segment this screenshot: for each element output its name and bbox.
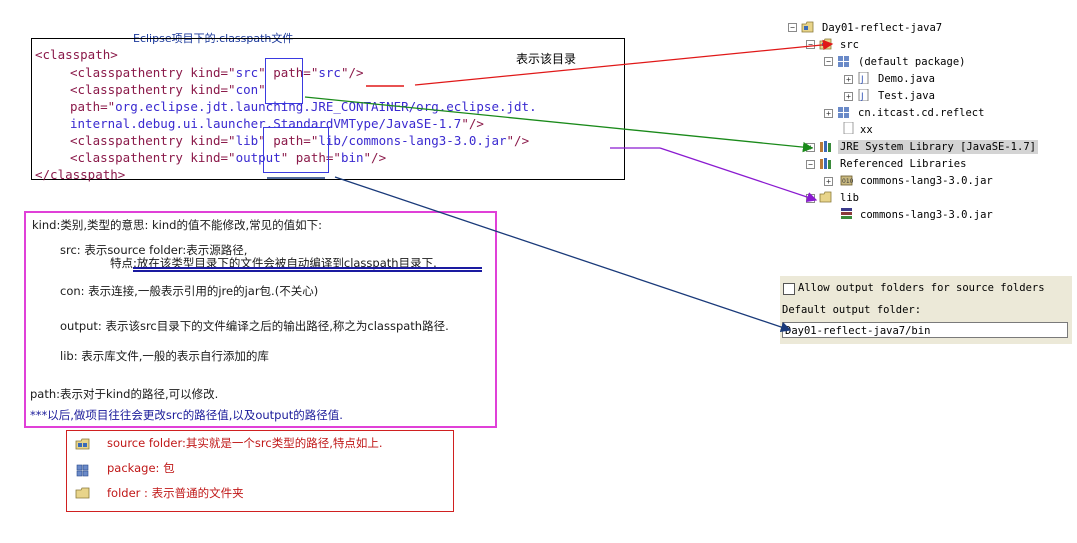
project-icon xyxy=(801,21,814,33)
expand-toggle[interactable]: + xyxy=(824,109,833,118)
allow-output-label: Allow output folders for source folders xyxy=(798,282,1045,294)
tree-lib[interactable]: lib xyxy=(840,192,859,204)
tree-src[interactable]: src xyxy=(840,39,859,51)
collapse-toggle[interactable]: − xyxy=(806,160,815,169)
classpath-open-tag: <classpath> xyxy=(35,47,118,62)
default-output-field[interactable]: Day01-reflect-java7/bin xyxy=(782,322,1068,338)
tree-demo-java[interactable]: Demo.java xyxy=(878,73,935,85)
jar-icon: 010 xyxy=(840,175,853,186)
src-feature-underline xyxy=(133,267,482,269)
tree-package-reflect[interactable]: cn.itcast.cd.reflect xyxy=(858,107,985,119)
output-explanation: output: 表示该src目录下的文件编译之后的输出路径,称之为classpa… xyxy=(60,319,449,333)
tree-ref-jar[interactable]: commons-lang3-3.0.jar xyxy=(860,175,993,187)
default-output-label: Default output folder: xyxy=(782,304,922,316)
code-line-output: <classpathentry kind="output" path="bin"… xyxy=(70,149,386,166)
path-explanation: path:表示对于kind的路径,可以修改. xyxy=(30,387,219,401)
expand-toggle[interactable]: + xyxy=(824,177,833,186)
tree-jre-library[interactable]: JRE System Library [JavaSE-1.7] xyxy=(838,140,1038,154)
collapse-toggle[interactable]: − xyxy=(824,57,833,66)
collapse-toggle[interactable]: − xyxy=(788,23,797,32)
entry-end: "/> xyxy=(461,116,484,131)
collapse-toggle[interactable]: − xyxy=(806,40,815,49)
entry-prefix: <classpathentry kind=" xyxy=(70,82,236,97)
path-value-con-2: internal.debug.ui.launcher.StandardVMTyp… xyxy=(70,116,462,131)
legend-package-text: package: 包 xyxy=(107,461,175,475)
java-file-icon: J xyxy=(858,89,869,101)
kind-explanation-box: kind:类别,类型的意思: kind的值不能修改,常见的值如下: src: 表… xyxy=(24,211,497,428)
con-explanation: con: 表示连接,一般表示引用的jre的jar包.(不关心) xyxy=(60,284,319,298)
legend-folder-text: folder : 表示普通的文件夹 xyxy=(107,486,244,500)
library-icon xyxy=(820,141,831,152)
kind-value-con: con xyxy=(235,82,259,97)
path-value-lib: lib/commons-lang3-3.0.jar xyxy=(318,133,507,148)
src-feature: 特点:放在该类型目录下的文件会被自动编译到classpath目录下. xyxy=(110,256,437,270)
note-line: ***以后,做项目往往会更改src的路径值,以及output的路径值. xyxy=(30,408,343,422)
src-feature-underline-2 xyxy=(133,270,482,272)
tree-test-java[interactable]: Test.java xyxy=(878,90,935,102)
svg-text:J: J xyxy=(860,92,864,101)
path-value-src: src xyxy=(318,65,341,80)
entry-mid: " path=" xyxy=(280,150,341,165)
file-icon xyxy=(843,122,854,134)
package-explorer-tree: − Day01-reflect-java7 − src − (default p… xyxy=(786,18,1076,228)
code-line-src: <classpathentry kind="src" path="src"/> xyxy=(70,64,364,81)
entry-mid: " path=" xyxy=(258,65,319,80)
java-file-icon: J xyxy=(858,72,869,84)
kind-value-output: output xyxy=(235,150,281,165)
package-icon xyxy=(76,464,89,477)
entry-prefix: <classpathentry kind=" xyxy=(70,133,236,148)
package-icon xyxy=(838,56,849,67)
legend-box: source folder:其实就是一个src类型的路径,特点如上. packa… xyxy=(66,430,454,512)
tree-referenced-libraries[interactable]: Referenced Libraries xyxy=(840,158,967,170)
src-arrow xyxy=(414,39,834,86)
kind-title: kind:类别,类型的意思: kind的值不能修改,常见的值如下: xyxy=(32,218,322,232)
kind-highlight-src-con xyxy=(265,58,303,104)
directory-note: 表示该目录 xyxy=(516,52,577,66)
entry-mid: " xyxy=(258,82,266,97)
classpath-close-tag: </classpath> xyxy=(35,167,126,182)
entry-end: "/> xyxy=(340,65,364,80)
entry-end: "/> xyxy=(506,133,530,148)
jar-icon xyxy=(841,208,852,219)
con-arrow xyxy=(304,96,814,153)
kind-highlight-lib-output xyxy=(263,127,329,173)
folder-icon xyxy=(819,191,832,203)
expand-toggle[interactable]: + xyxy=(844,75,853,84)
entry-prefix: <classpathentry kind=" xyxy=(70,150,236,165)
src-explanation: src: 表示source folder:表示源路径, xyxy=(60,243,248,257)
entry-mid: path=" xyxy=(70,99,116,114)
legend-source-folder-text: source folder:其实就是一个src类型的路径,特点如上. xyxy=(107,436,383,450)
svg-text:010: 010 xyxy=(842,178,853,185)
entry-end: "/> xyxy=(363,150,387,165)
code-line-con-path-2: internal.debug.ui.launcher.StandardVMTyp… xyxy=(70,115,484,132)
kind-value-lib: lib xyxy=(235,133,259,148)
entry-mid: " path=" xyxy=(258,133,319,148)
tree-project[interactable]: Day01-reflect-java7 xyxy=(822,22,943,34)
svg-text:J: J xyxy=(860,75,864,84)
source-folder-icon xyxy=(75,438,90,450)
code-line-con: <classpathentry kind="con" xyxy=(70,81,266,98)
path-value-output: bin xyxy=(340,150,364,165)
tree-lib-jar[interactable]: commons-lang3-3.0.jar xyxy=(860,209,993,221)
folder-icon xyxy=(75,487,90,499)
kind-value-src: src xyxy=(235,65,259,80)
code-line-lib: <classpathentry kind="lib" path="lib/com… xyxy=(70,132,529,149)
tree-xx[interactable]: xx xyxy=(860,124,873,136)
expand-toggle[interactable]: + xyxy=(844,92,853,101)
tree-default-package[interactable]: (default package) xyxy=(858,56,966,68)
package-icon xyxy=(838,107,849,118)
output-folder-panel: Allow output folders for source folders … xyxy=(780,276,1072,344)
entry-prefix: <classpathentry kind=" xyxy=(70,65,236,80)
library-icon xyxy=(820,158,831,169)
lib-explanation: lib: 表示库文件,一般的表示自行添加的库 xyxy=(60,349,269,363)
allow-output-checkbox[interactable] xyxy=(783,283,795,295)
output-arrow xyxy=(334,176,792,333)
classpath-code-box: <classpath> <classpathentry kind="src" p… xyxy=(31,38,625,182)
lib-arrow-2 xyxy=(659,147,818,203)
